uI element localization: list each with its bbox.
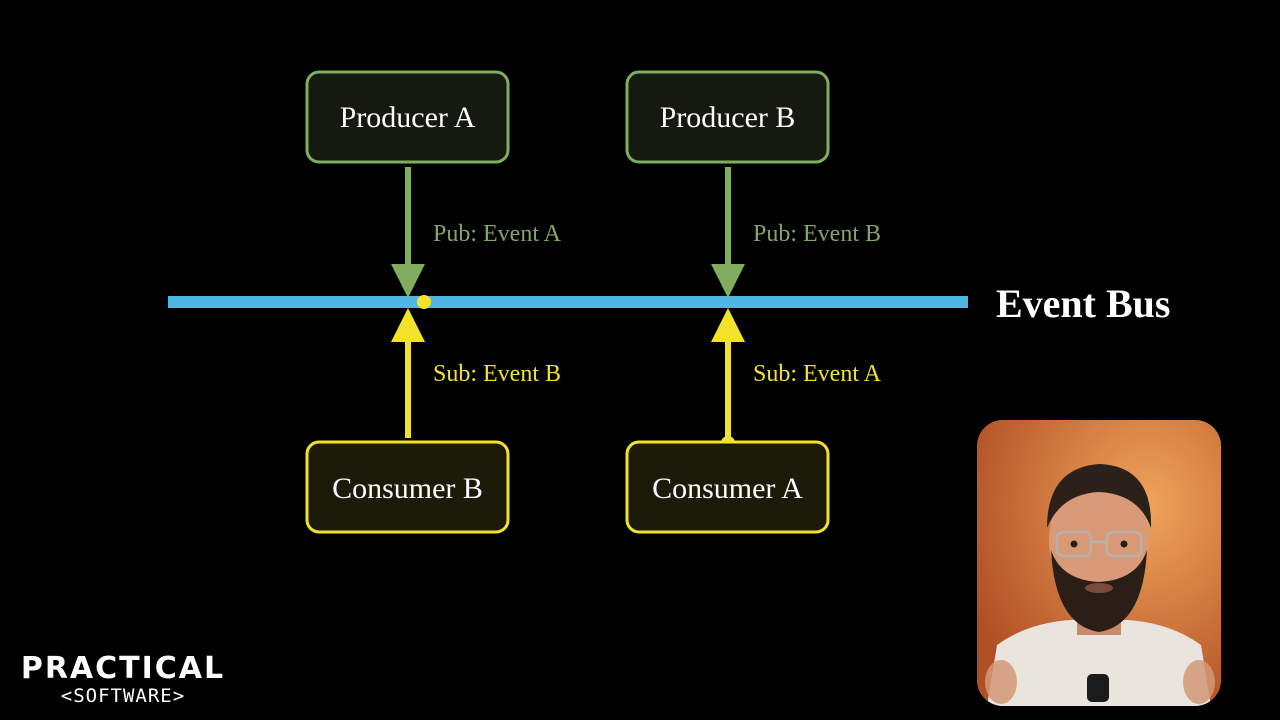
event-bus-label: Event Bus: [996, 281, 1171, 326]
presenter-webcam: [977, 420, 1221, 706]
arrow-up-icon: [391, 308, 425, 342]
arrow-down-icon: [711, 264, 745, 298]
edge-label: Sub: Event B: [433, 361, 561, 387]
edge-label: Sub: Event A: [753, 361, 882, 387]
node-label: Producer A: [340, 101, 476, 134]
brand-name: PRACTICAL: [20, 651, 226, 686]
node-box: [625, 70, 830, 164]
event-marker-dot: [417, 295, 431, 309]
edge-consumer-b-sub: Sub: Event B: [391, 308, 561, 438]
node-label: Producer B: [660, 101, 796, 134]
node-consumer-b: Consumer B: [305, 440, 510, 534]
node-box: [625, 440, 830, 534]
edge-consumer-a-sub: Sub: Event A: [711, 308, 882, 442]
edge-producer-b-pub: Pub: Event B: [711, 167, 881, 298]
node-producer-b: Producer B: [625, 70, 830, 164]
node-consumer-a: Consumer A: [625, 440, 830, 534]
presenter-portrait: [977, 420, 1221, 706]
node-label: Consumer A: [652, 472, 803, 505]
edge-label: Pub: Event B: [753, 221, 881, 247]
brand-logo: PRACTICAL <SOFTWARE>: [18, 654, 228, 706]
node-box: [305, 70, 510, 164]
brand-tagline: <SOFTWARE>: [60, 685, 186, 707]
node-box: [305, 440, 510, 534]
arrow-up-icon: [711, 308, 745, 342]
node-producer-a: Producer A: [305, 70, 510, 164]
edge-producer-a-pub: Pub: Event A: [391, 167, 562, 298]
node-label: Consumer B: [332, 472, 483, 505]
arrow-down-icon: [391, 264, 425, 298]
edge-label: Pub: Event A: [433, 221, 562, 247]
event-bus-line: [168, 296, 968, 308]
